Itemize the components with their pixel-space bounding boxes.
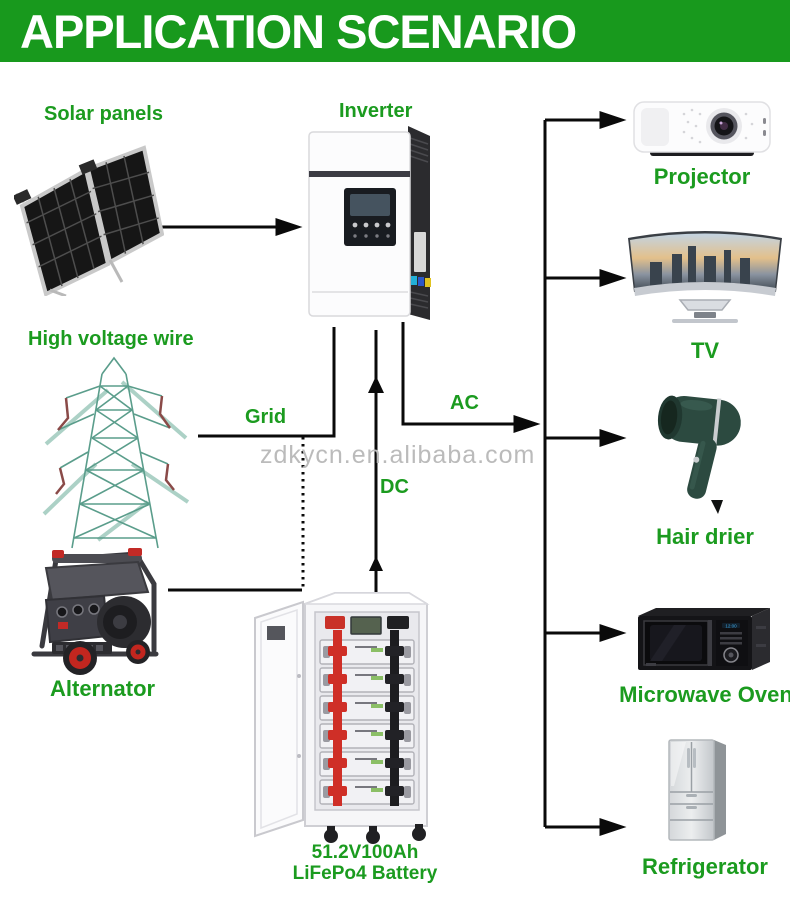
tv-icon xyxy=(628,231,782,323)
solar-panels-label: Solar panels xyxy=(44,103,163,125)
microwave-icon: 12:00 xyxy=(638,608,770,670)
refrigerator-image xyxy=(666,736,732,853)
high-voltage-wire-label: High voltage wire xyxy=(28,328,194,350)
alternator-image xyxy=(16,546,168,683)
battery-cabinet-icon xyxy=(254,592,430,844)
battery-caption-line2: LiFePo4 Battery xyxy=(292,863,438,884)
microwave-label: Microwave Oven xyxy=(619,682,790,707)
high-voltage-tower-image xyxy=(38,352,190,555)
projector-icon xyxy=(633,101,771,156)
projector-image xyxy=(632,100,772,167)
alternator-icon xyxy=(31,548,159,675)
ac-label: AC xyxy=(450,392,479,414)
inverter-icon xyxy=(308,126,431,320)
projector-label: Projector xyxy=(653,164,751,189)
dc-label: DC xyxy=(380,476,409,498)
grid-label: Grid xyxy=(245,406,287,428)
solar-panels-image xyxy=(12,136,165,301)
battery-caption-line1: 51.2V100Ah xyxy=(311,842,419,863)
svg-text:12:00: 12:00 xyxy=(725,624,737,629)
microwave-image: 12:00 xyxy=(634,604,776,681)
tv-image xyxy=(624,226,786,333)
refrigerator-label: Refrigerator xyxy=(642,854,768,879)
refrigerator-icon xyxy=(668,739,726,841)
hair-drier-icon xyxy=(657,395,741,514)
battery-cabinet-image xyxy=(243,586,445,849)
inverter-image xyxy=(308,124,443,331)
hair-drier-label: Hair drier xyxy=(656,524,754,549)
watermark-text: zdkycn.en.alibaba.com xyxy=(260,441,536,469)
hair-drier-image xyxy=(655,390,751,521)
alternator-label: Alternator xyxy=(50,676,156,701)
header-band: APPLICATION SCENARIO xyxy=(0,0,790,62)
tv-label: TV xyxy=(690,338,720,363)
dc-arrowhead-upper xyxy=(368,376,384,393)
page-title: APPLICATION SCENARIO xyxy=(20,4,577,58)
solar-panels-icon xyxy=(12,145,165,298)
dc-arrowhead-lower xyxy=(369,556,383,571)
battery-caption: 51.2V100Ah LiFePo4 Battery xyxy=(255,842,475,884)
high-voltage-tower-icon xyxy=(42,356,190,549)
inverter-label: Inverter xyxy=(339,100,413,122)
